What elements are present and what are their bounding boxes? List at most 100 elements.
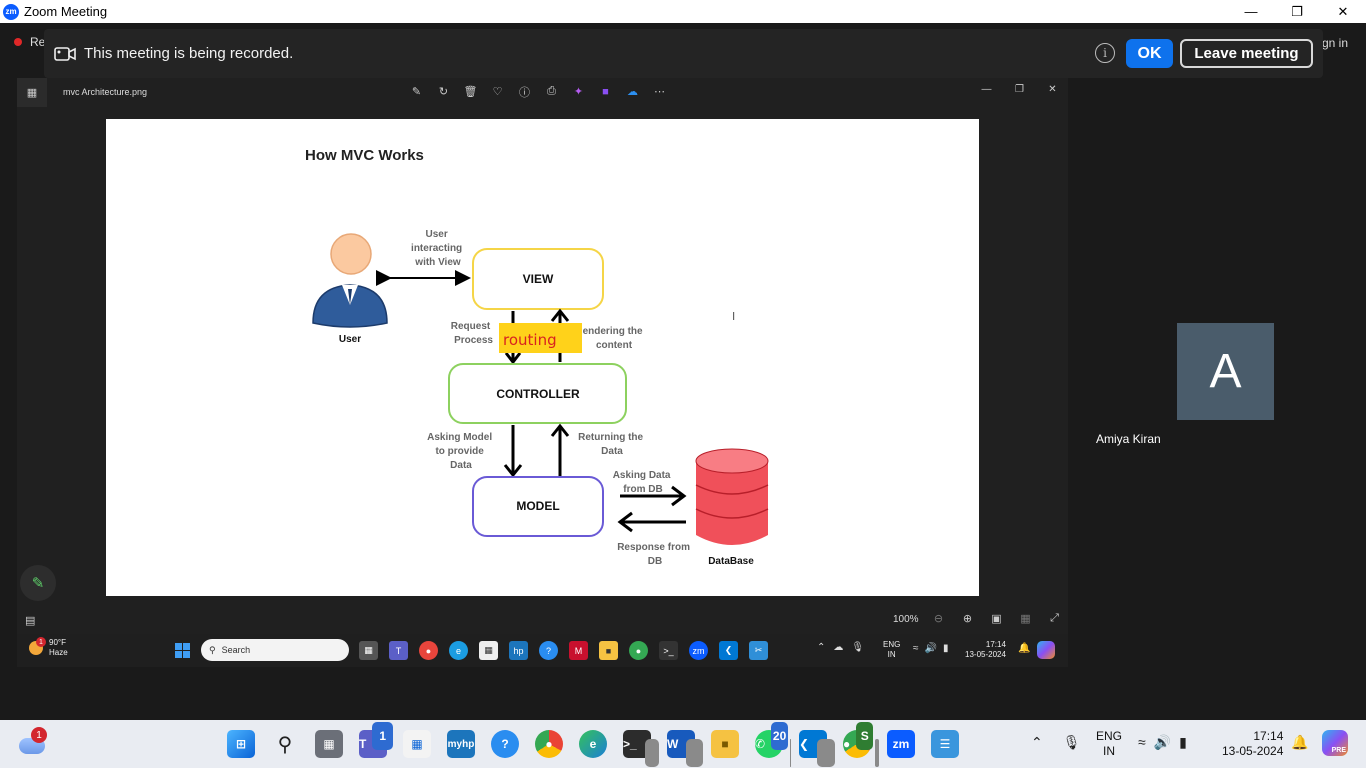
zoom-out-icon[interactable]: ⊖ bbox=[933, 613, 944, 625]
chrome-profile-icon[interactable]: ● bbox=[629, 641, 648, 660]
shared-status-icons[interactable]: ≈ 🔊 ▮ bbox=[913, 643, 948, 654]
volume-icon: 🔊 bbox=[924, 643, 937, 654]
whatsapp-icon[interactable]: ✆20 bbox=[755, 722, 791, 767]
search-icon[interactable]: ⚲ bbox=[277, 733, 293, 756]
language-indicator[interactable]: ENG IN bbox=[1096, 729, 1122, 759]
participant-initial: A bbox=[1209, 345, 1242, 398]
chrome-profile-icon[interactable]: ●S bbox=[843, 722, 879, 767]
file-explorer-icon[interactable]: ■ bbox=[711, 730, 739, 758]
onedrive-tray-icon[interactable]: ☁ bbox=[833, 642, 844, 653]
clock-time: 17:14 bbox=[985, 640, 1006, 649]
vscode-icon[interactable]: ❮ bbox=[799, 730, 835, 767]
region-code: IN bbox=[1103, 744, 1115, 758]
zoom-taskbar-icon[interactable]: zm bbox=[887, 730, 915, 758]
chrome-profile-badge: S bbox=[856, 722, 874, 750]
clipchamp-icon[interactable]: ■ bbox=[602, 85, 609, 98]
favorite-icon[interactable]: ♡ bbox=[492, 86, 503, 98]
file-info-icon[interactable]: ⓘ bbox=[519, 86, 530, 99]
shared-taskbar-apps: ▦ T ● e ▦ hp ? M ■ ● >_ zm ❮ ✂ bbox=[359, 641, 768, 660]
file-explorer-icon[interactable]: ■ bbox=[599, 641, 618, 660]
start-icon[interactable]: ⊞ bbox=[227, 730, 255, 758]
task-view-icon[interactable]: ▦ bbox=[359, 641, 378, 660]
restore-icon[interactable]: ❐ bbox=[1291, 3, 1303, 19]
snipping-tool-icon[interactable]: ✂ bbox=[749, 641, 768, 660]
myhp-icon[interactable]: hp bbox=[509, 641, 528, 660]
delete-icon[interactable]: 🗑 bbox=[463, 86, 478, 98]
whatsapp-badge: 20 bbox=[771, 722, 789, 750]
info-icon[interactable]: i bbox=[1095, 43, 1115, 63]
edge-icon[interactable]: e bbox=[579, 730, 607, 758]
window-title: Zoom Meeting bbox=[24, 4, 108, 19]
terminal-icon[interactable]: >_ bbox=[623, 730, 659, 767]
status-icons[interactable]: ≈ 🔊 ▮ bbox=[1138, 734, 1187, 751]
chrome-icon[interactable]: ● bbox=[535, 730, 563, 758]
edge-icon[interactable]: e bbox=[449, 641, 468, 660]
recording-banner: This meeting is being recorded. i OK Lea… bbox=[44, 29, 1323, 78]
weather-condition: Haze bbox=[49, 648, 68, 657]
fullscreen-icon[interactable]: ⤢ bbox=[1050, 612, 1059, 624]
fit-to-window-icon[interactable]: ▣ bbox=[991, 613, 1002, 625]
myhp-icon[interactable]: myhp bbox=[447, 730, 475, 758]
terminal-icon[interactable]: >_ bbox=[659, 641, 678, 660]
sign-in-link[interactable]: gn in bbox=[1322, 36, 1349, 50]
ok-button[interactable]: OK bbox=[1126, 39, 1173, 68]
tray-icons: ⌃ 🎙 bbox=[1031, 734, 1081, 751]
shared-start-icon[interactable] bbox=[175, 643, 190, 658]
vscode-icon[interactable]: ❮ bbox=[719, 641, 738, 660]
mcafee-icon[interactable]: M bbox=[569, 641, 588, 660]
notification-bell-icon[interactable]: 🔔 bbox=[1291, 734, 1309, 750]
actual-size-icon[interactable]: ▦ bbox=[1020, 613, 1031, 625]
minimize-icon[interactable]: — bbox=[1244, 4, 1258, 19]
microphone-icon[interactable]: 🎙 bbox=[1062, 734, 1081, 750]
shared-language[interactable]: ENG IN bbox=[883, 640, 900, 660]
clock[interactable]: 17:14 13-05-2024 bbox=[1222, 729, 1283, 759]
word-icon[interactable]: W bbox=[667, 730, 703, 767]
zoom-logo-icon: zm bbox=[3, 3, 19, 20]
copilot-icon[interactable]: PRE bbox=[1322, 730, 1348, 756]
store-icon[interactable]: ▦ bbox=[479, 641, 498, 660]
task-view-icon[interactable]: ▦ bbox=[315, 730, 343, 758]
store-icon[interactable]: ▦ bbox=[403, 730, 431, 758]
weather-widget[interactable]: 1 bbox=[19, 727, 47, 758]
designer-icon[interactable]: ✦ bbox=[573, 86, 584, 98]
participant-video-tile[interactable]: A bbox=[1177, 323, 1274, 420]
photos-restore-icon[interactable]: ❐ bbox=[1015, 84, 1024, 95]
photos-app-icon[interactable]: ▦ bbox=[17, 78, 47, 107]
zoom-level[interactable]: 100% bbox=[893, 614, 919, 625]
zoom-in-icon[interactable]: ⊕ bbox=[962, 613, 973, 625]
rotate-icon[interactable]: ↻ bbox=[438, 86, 449, 98]
chrome-icon[interactable]: ● bbox=[419, 641, 438, 660]
recording-indicator[interactable]: Re bbox=[14, 35, 45, 49]
filmstrip-icon[interactable]: ▤ bbox=[25, 615, 36, 627]
shared-clock[interactable]: 17:14 13-05-2024 bbox=[965, 640, 1006, 660]
close-icon[interactable]: ✕ bbox=[1337, 3, 1349, 19]
shared-weather-widget[interactable]: 1 90°F Haze bbox=[29, 637, 68, 658]
show-hidden-icons-icon[interactable]: ⌃ bbox=[817, 642, 826, 653]
help-icon[interactable]: ? bbox=[539, 641, 558, 660]
annotate-pen-icon[interactable]: ✎ bbox=[20, 565, 56, 601]
show-hidden-icons-icon[interactable]: ⌃ bbox=[1031, 734, 1043, 750]
notification-bell-icon[interactable]: 🔔 bbox=[1018, 643, 1031, 654]
shared-search-box[interactable]: ⚲ Search bbox=[201, 639, 349, 661]
photos-minimize-icon[interactable]: — bbox=[981, 84, 992, 95]
zoom-app-icon[interactable]: zm bbox=[689, 641, 708, 660]
wifi-icon: ≈ bbox=[1138, 734, 1146, 750]
more-options-icon[interactable]: ⋯ bbox=[654, 86, 665, 98]
leave-meeting-button[interactable]: Leave meeting bbox=[1180, 39, 1313, 68]
edit-image-icon[interactable]: ✎ bbox=[411, 86, 422, 98]
routing-highlight bbox=[499, 323, 582, 353]
model-label: MODEL bbox=[516, 499, 559, 513]
weather-temperature: 90°F bbox=[49, 638, 66, 647]
clock-date: 13-05-2024 bbox=[965, 650, 1006, 659]
print-icon[interactable]: ⎙ bbox=[547, 85, 556, 97]
teams-icon[interactable]: T bbox=[389, 641, 408, 660]
teams-badge: 1 bbox=[372, 722, 393, 750]
microphone-icon[interactable]: 🎙 bbox=[851, 642, 865, 653]
help-icon[interactable]: ? bbox=[491, 730, 519, 758]
onedrive-icon[interactable]: ☁ bbox=[627, 86, 638, 98]
user-label: User bbox=[339, 334, 361, 345]
notepad-icon[interactable]: ☰ bbox=[931, 730, 959, 758]
copilot-icon[interactable] bbox=[1037, 641, 1055, 659]
photos-close-icon[interactable]: ✕ bbox=[1048, 84, 1057, 95]
